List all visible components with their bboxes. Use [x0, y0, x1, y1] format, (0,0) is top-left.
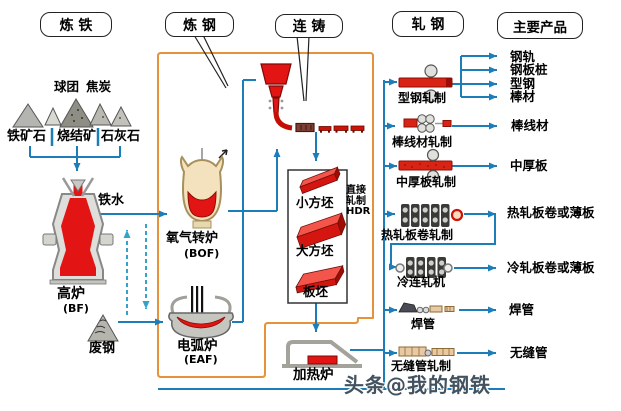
continuous-caster-icon [260, 63, 365, 133]
label-product-seamless-pipe: 无缝管 [510, 345, 548, 360]
welded-pipe-mill-icon [398, 302, 455, 314]
header-casting: 连 铸 [275, 14, 343, 38]
label-reheating-furnace: 加热炉 [293, 367, 334, 383]
flow-lines [29, 52, 505, 390]
section-mill-icon [398, 64, 453, 103]
label-hot-metal: 铁水 [98, 193, 125, 208]
label-iron-ore: 铁矿石 [7, 129, 47, 144]
blast-furnace-icon [42, 177, 114, 285]
label-blast-furnace-abbr: (BF) [63, 302, 89, 315]
label-product-cold-coil: 冷轧板卷或薄板 [507, 260, 595, 275]
label-product-section: 型钢 [510, 76, 536, 91]
label-eaf-abbr: (EAF) [184, 353, 218, 366]
label-mill-section: 型钢轧制 [398, 91, 447, 105]
label-bof-abbr: (BOF) [184, 247, 220, 260]
watermark: 头条@我的钢铁 [344, 373, 491, 397]
label-sinter: 烧结矿 [57, 129, 97, 144]
label-coke: 焦炭 [86, 79, 112, 94]
header-ironmaking: 炼 铁 [40, 12, 112, 37]
semis-box-icon [287, 166, 348, 304]
bof-converter-icon [179, 148, 228, 229]
reheating-furnace-icon [282, 340, 362, 368]
raw-material-piles-icon [12, 98, 132, 128]
header-main-products: 主要产品 [497, 12, 583, 39]
label-product-rail: 钢轨 [510, 49, 536, 64]
label-product-plate: 中厚板 [510, 158, 548, 173]
label-product-welded-pipe: 焊管 [509, 302, 535, 317]
label-product-hot-coil: 热轧板卷或薄板 [507, 205, 595, 220]
label-direct-rolling-line1: 直接 [346, 185, 366, 196]
label-mill-cold-tandem: 冷连轧机 [397, 275, 446, 289]
label-mill-hot-strip: 热轧板卷轧制 [381, 228, 454, 242]
seamless-pipe-mill-icon [398, 346, 455, 357]
dashed-flow-lines [123, 224, 150, 315]
eaf-furnace-icon [168, 286, 234, 339]
label-eaf: 电弧炉 [177, 338, 218, 354]
scrap-pile-icon [87, 313, 119, 342]
label-bof: 氧气转炉 [166, 231, 219, 246]
label-mill-plate: 中厚板轧制 [396, 175, 457, 189]
header-rolling: 轧 钢 [392, 11, 464, 37]
label-direct-rolling-hdr: 直接 轧制 HDR [346, 185, 371, 218]
label-mill-welded-pipe: 焊管 [411, 317, 436, 331]
label-mill-seamless-pipe: 无缝管轧制 [391, 359, 452, 373]
label-blast-furnace: 高炉 [57, 286, 85, 302]
cold-tandem-mill-icon [395, 257, 453, 278]
steelmaking-boundary-outline [157, 52, 374, 378]
label-scrap: 废钢 [89, 341, 116, 356]
label-pellet: 球团 [54, 79, 80, 94]
label-product-sheet-pile: 钢板桩 [510, 62, 548, 77]
plate-mill-icon [398, 148, 453, 183]
label-direct-rolling-line2: 轧制 [346, 195, 366, 207]
label-product-bar-wire: 棒线材 [511, 118, 549, 133]
label-billet: 小方坯 [296, 195, 334, 210]
header-steelmaking: 炼 钢 [165, 12, 234, 37]
label-slab: 板坯 [303, 284, 329, 299]
label-direct-rolling-line3: HDR [346, 206, 371, 217]
label-mill-bar-wire: 棒线材轧制 [392, 135, 453, 149]
callout-tails [193, 34, 310, 102]
label-limestone: 石灰石 [101, 129, 141, 144]
hot-strip-mill-icon [401, 204, 464, 227]
label-bloom: 大方坯 [296, 243, 334, 258]
label-product-bar: 棒材 [510, 89, 536, 104]
bar-wire-mill-icon [403, 114, 452, 133]
